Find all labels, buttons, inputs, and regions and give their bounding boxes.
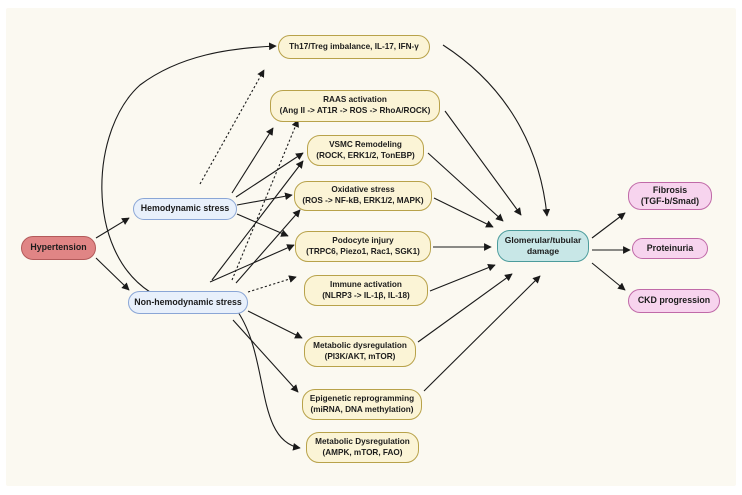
hemodynamic-stress-node: Hemodynamic stress <box>133 198 237 220</box>
arrow-hemodynamic-to-raas <box>231 127 274 194</box>
arrow-metabolic1-to-glomerular <box>417 273 513 343</box>
metabolic1-detail: (PI3K/AKT, mTOR) <box>324 351 396 361</box>
fibrosis-detail: (TGF-b/Smad) <box>640 196 700 206</box>
arrow-hemodynamic-to-oxidative <box>236 192 293 206</box>
immune-detail: (NLRP3 -> IL-1β, IL-18) <box>322 290 410 300</box>
fibrosis-title: Fibrosis <box>652 184 688 195</box>
arrow-immune-to-glomerular <box>429 263 496 292</box>
oxidative-detail: (ROS -> NF-kB, ERK1/2, MAPK) <box>302 196 424 205</box>
nonhemodynamic-stress-node: Non-hemodynamic stress <box>128 291 248 314</box>
proteinuria-label: Proteinuria <box>646 242 694 253</box>
glomerular-title: Glomerular/tubular <box>504 234 582 245</box>
ckd-label: CKD progression <box>637 295 711 306</box>
th17-node: Th17/Treg imbalance, IL-17, IFN-γ <box>278 35 430 59</box>
arrow-nonhemodynamic-to-th17 <box>101 42 277 293</box>
nonhemodynamic-stress-label: Non-hemodynamic stress <box>134 296 242 307</box>
vsmc-node: VSMC Remodeling (ROCK, ERK1/2, TonEBP) <box>307 135 424 166</box>
metabolic-dysregulation-node: Metabolic dysregulation (PI3K/AKT, mTOR) <box>304 336 416 367</box>
epigenetic-title: Epigenetic reprogramming <box>309 393 415 403</box>
ckd-progression-node: CKD progression <box>628 289 720 313</box>
arrow-hemodynamic-to-podocyte <box>236 213 289 237</box>
arrow-raas-to-glomerular <box>444 110 522 216</box>
arrow-vsmc-to-glomerular <box>427 152 504 222</box>
arrow-nonhemodynamic-to-oxidative <box>235 209 301 284</box>
podocyte-detail: (TRPC6, Piezo1, Rac1, SGK1) <box>306 246 420 256</box>
arrow-hypertension-to-hemodynamic <box>95 217 130 239</box>
metabolic2-detail: (AMPK, mTOR, FAO) <box>322 447 403 457</box>
metabolic2-title: Metabolic Dysregulation <box>315 436 410 446</box>
glomerular-detail: damage <box>526 246 560 256</box>
immune-title: Immune activation <box>330 279 402 289</box>
arrow-th17-to-glomerular <box>442 44 551 217</box>
arrow-nonhemodynamic-to-vsmc <box>211 160 304 281</box>
oxidative-stress-node: Oxidative stress (ROS -> NF-kB, ERK1/2, … <box>294 181 432 211</box>
metabolic1-title: Metabolic dysregulation <box>313 340 407 350</box>
arrow-nonhemodynamic-to-metabolic2 <box>237 311 301 451</box>
arrow-hemodynamic-to-vsmc <box>235 152 304 198</box>
arrow-nonhemodynamic-to-podocyte <box>209 244 295 283</box>
fibrosis-node: Fibrosis (TGF-b/Smad) <box>628 182 712 210</box>
arrow-epigenetic-to-glomerular <box>423 275 541 392</box>
arrow-oxidative-to-glomerular <box>433 197 494 228</box>
arrow-nonhemodynamic-to-metabolic1 <box>247 310 303 339</box>
th17-label: Th17/Treg imbalance, IL-17, IFN-γ <box>289 41 419 51</box>
arrow-nonhemodynamic-to-immune <box>247 275 297 293</box>
oxidative-title: Oxidative stress <box>331 185 395 195</box>
epigenetic-reprogramming-node: Epigenetic reprogramming (miRNA, DNA met… <box>302 389 422 420</box>
podocyte-title: Podocyte injury <box>332 235 394 245</box>
hypertension-node: Hypertension <box>21 236 96 260</box>
vsmc-title: VSMC Remodeling <box>329 139 402 149</box>
raas-detail: (Ang II -> AT1R -> ROS -> RhoA/ROCK) <box>279 106 431 115</box>
arrow-glomerular-to-fibrosis <box>591 212 626 239</box>
raas-title: RAAS activation <box>323 95 387 105</box>
arrow-hypertension-to-nonhemodynamic <box>95 257 130 291</box>
glomerular-tubular-damage-node: Glomerular/tubular damage <box>497 230 589 262</box>
metabolic-dysregulation-2-node: Metabolic Dysregulation (AMPK, mTOR, FAO… <box>306 432 419 463</box>
arrow-glomerular-to-ckd <box>591 262 626 291</box>
proteinuria-node: Proteinuria <box>632 238 708 259</box>
hemodynamic-stress-label: Hemodynamic stress <box>140 203 230 214</box>
immune-activation-node: Immune activation (NLRP3 -> IL-1β, IL-18… <box>304 275 428 306</box>
epigenetic-detail: (miRNA, DNA methylation) <box>310 404 414 414</box>
hypertension-label: Hypertension <box>30 242 87 253</box>
arrow-nonhemodynamic-to-epigenetic <box>232 319 299 393</box>
vsmc-detail: (ROCK, ERK1/2, TonEBP) <box>316 150 415 160</box>
arrow-hemodynamic-to-th17 <box>199 69 265 185</box>
raas-node: RAAS activation (Ang II -> AT1R -> ROS -… <box>270 90 440 122</box>
podocyte-injury-node: Podocyte injury (TRPC6, Piezo1, Rac1, SG… <box>295 231 431 262</box>
